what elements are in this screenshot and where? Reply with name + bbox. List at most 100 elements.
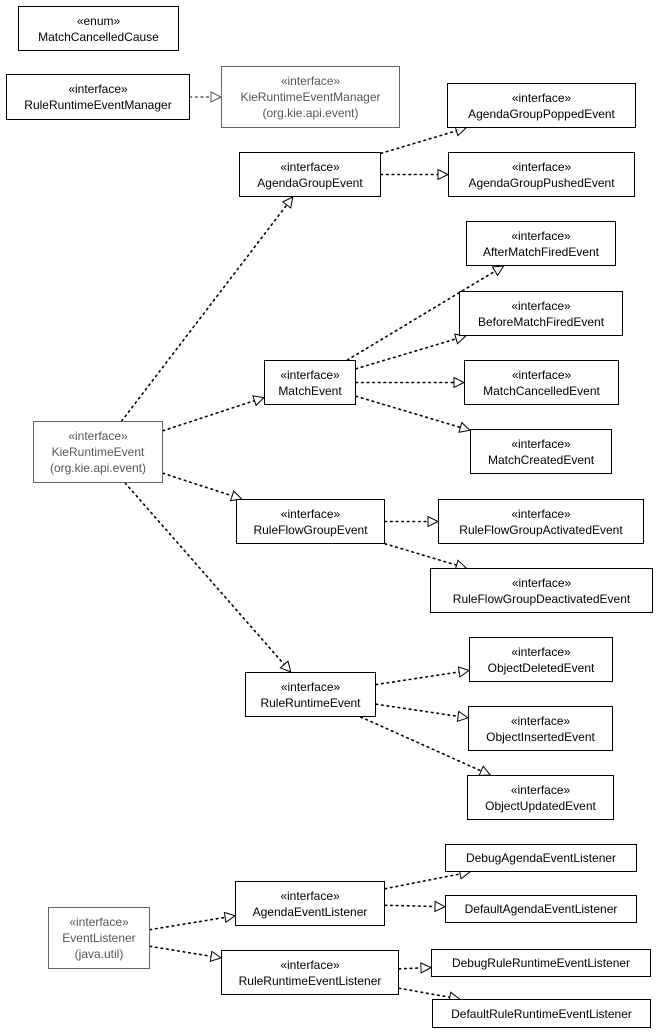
node-name: MatchCreatedEvent [487,452,595,467]
edge-arrowhead-10 [427,515,440,528]
edge-line-15 [359,716,482,772]
node-name: DebugAgendaEventListener [465,851,617,865]
node-name: RuleFlowGroupActivatedEvent [459,522,623,537]
node-stereotype: «interface» [511,506,571,521]
edge-arrowhead-2 [437,168,450,181]
node-rule-flow-group-deactivated-event[interactable]: «interface» RuleFlowGroupDeactivatedEven… [430,568,653,613]
node-stereotype: «interface» [511,436,571,451]
edge-line-8 [162,399,256,432]
edge-arrowhead-14 [456,710,470,723]
node-agenda-group-event[interactable]: «interface» AgendaGroupEvent [239,152,381,197]
node-object-deleted-event[interactable]: «interface» ObjectDeletedEvent [469,637,613,682]
node-stereotype: «interface» [69,915,129,929]
node-name: KieRuntimeEventManager [240,90,381,104]
node-stereotype: «interface» [280,888,340,903]
node-name: DefaultAgendaEventListener [464,902,618,916]
node-stereotype: «interface» [68,429,128,443]
node-object-inserted-event[interactable]: «interface» ObjectInsertedEvent [468,706,613,751]
node-name: ObjectInsertedEvent [486,729,595,744]
edge-line-17 [384,904,436,908]
edge-line-5 [355,338,457,370]
edge-arrowhead-12 [279,660,292,673]
edge-line-7 [355,395,462,429]
node-name: AfterMatchFiredEvent [482,244,600,259]
node-agenda-event-listener[interactable]: «interface» AgendaEventListener [235,881,385,926]
node-stereotype: «interface» [280,159,340,174]
edge-line-9 [162,472,234,497]
node-kie-runtime-event-manager[interactable]: «interface» KieRuntimeEventManager (org.… [221,66,400,128]
edge-line-1 [380,130,458,155]
node-match-event[interactable]: «interface» MatchEvent [264,360,356,405]
node-rule-flow-group-event[interactable]: «interface» RuleFlowGroupEvent [236,499,385,544]
node-name: RuleFlowGroupEvent [253,522,368,537]
edge-arrowhead-3 [281,196,294,209]
node-agenda-group-popped-event[interactable]: «interface» AgendaGroupPoppedEvent [447,83,636,128]
edge-line-20 [398,967,422,970]
node-stereotype: «interface» [280,679,341,694]
node-stereotype: «interface» [511,90,572,105]
edge-line-18 [149,916,226,931]
node-default-agenda-event-listener[interactable]: DefaultAgendaEventListener [445,895,637,923]
node-name: ObjectUpdatedEvent [485,798,596,813]
edge-arrowhead-20 [420,962,433,974]
node-match-created-event[interactable]: «interface» MatchCreatedEvent [470,429,612,474]
node-rule-runtime-event-listener[interactable]: «interface» RuleRuntimeEventListener [221,950,399,995]
edge-arrowhead-6 [453,376,466,389]
edge-arrowhead-7 [458,421,472,433]
node-name: DefaultRuleRuntimeEventListener [451,1006,632,1021]
node-name: KieRuntimeEvent [51,445,145,459]
node-package: (org.kie.api.event) [262,106,359,120]
node-stereotype: «interface» [280,367,340,382]
node-before-match-fired-event[interactable]: «interface» BeforeMatchFiredEvent [459,291,623,336]
node-stereotype: «interface» [511,575,572,590]
node-match-cancelled-cause[interactable]: «enum» MatchCancelledCause [18,6,179,51]
node-match-cancelled-event[interactable]: «interface» MatchCancelledEvent [464,360,619,405]
node-stereotype: «interface» [510,782,571,797]
edge-line-19 [149,945,212,958]
node-stereotype: «interface» [511,367,572,382]
node-stereotype: «interface» [510,713,571,728]
edge-arrowhead-13 [457,666,471,678]
edge-arrowhead-4 [491,265,505,277]
node-name: RuleRuntimeEvent [260,695,361,710]
node-name: AgendaEventListener [252,904,368,919]
edge-arrowhead-18 [223,911,237,924]
node-name: MatchCancelledEvent [483,383,600,398]
node-name: RuleRuntimeEventManager [24,98,172,112]
node-name: EventListener [62,931,136,945]
node-name: ObjectDeletedEvent [487,660,595,675]
node-debug-rule-runtime-event-listener[interactable]: DebugRuleRuntimeEventListener [431,949,651,977]
node-stereotype: «interface» [511,298,571,313]
node-stereotype: «interface» [280,74,341,88]
node-name: RuleRuntimeEventListener [238,973,382,988]
node-rule-runtime-event-manager[interactable]: «interface» RuleRuntimeEventManager [6,74,190,120]
node-name: MatchCancelledCause [38,29,159,44]
edge-line-4 [346,270,496,361]
node-stereotype: «interface» [280,957,340,972]
node-agenda-group-pushed-event[interactable]: «interface» AgendaGroupPushedEvent [448,152,635,197]
node-rule-flow-group-activated-event[interactable]: «interface» RuleFlowGroupActivatedEvent [438,499,644,544]
node-after-match-fired-event[interactable]: «interface» AfterMatchFiredEvent [466,221,616,266]
node-rule-runtime-event[interactable]: «interface» RuleRuntimeEvent [245,672,376,717]
edge-line-21 [398,987,451,999]
node-stereotype: «enum» [76,13,121,28]
node-package: (org.kie.api.event) [49,461,147,475]
node-kie-runtime-event[interactable]: «interface» KieRuntimeEvent (org.kie.api… [33,421,163,483]
node-event-listener[interactable]: «interface» EventListener (java.util) [48,907,150,969]
edge-line-12 [124,482,285,666]
node-stereotype: «interface» [511,159,572,174]
edge-arrowhead-19 [209,950,223,963]
edge-line-16 [384,873,461,890]
node-stereotype: «interface» [511,228,571,243]
node-debug-agenda-event-listener[interactable]: DebugAgendaEventListener [445,844,637,872]
edge-line-13 [375,671,460,686]
node-stereotype: «interface» [511,644,571,659]
node-name: MatchEvent [278,383,342,398]
edge-arrowhead-0 [210,91,223,103]
node-name: AgendaGroupPushedEvent [468,175,615,190]
node-default-rule-runtime-event-listener[interactable]: DefaultRuleRuntimeEventListener [432,999,651,1028]
node-name: BeforeMatchFiredEvent [477,314,605,329]
node-name: RuleFlowGroupDeactivatedEvent [452,591,631,606]
node-object-updated-event[interactable]: «interface» ObjectUpdatedEvent [467,775,614,820]
